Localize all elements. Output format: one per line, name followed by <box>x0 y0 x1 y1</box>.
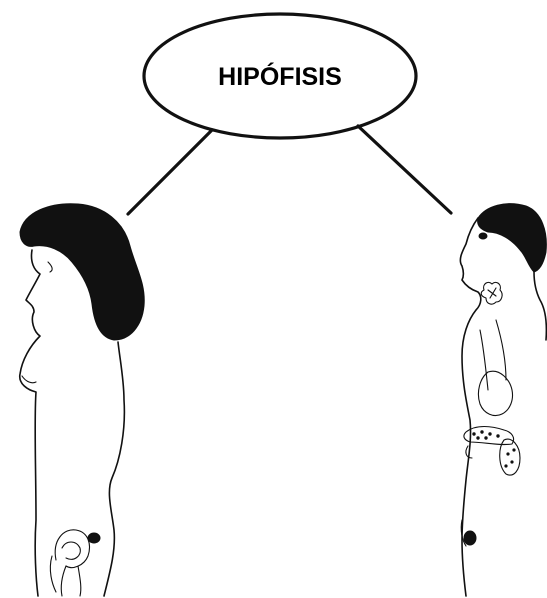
female-breast-line <box>22 376 36 383</box>
male-hair <box>478 204 547 272</box>
male-arm-line <box>480 320 506 390</box>
testis-icon <box>464 531 476 545</box>
pancreas-icon <box>464 427 514 445</box>
female-face-detail <box>48 262 52 272</box>
hypophysis-label: HIPÓFISIS <box>218 61 342 91</box>
connector-to-male <box>358 126 451 213</box>
thyroid-icon <box>481 282 502 304</box>
male-eye <box>479 233 487 239</box>
female-hair <box>20 204 144 340</box>
hypophysis-node: HIPÓFISIS <box>144 14 416 138</box>
female-figure <box>20 204 145 596</box>
stomach-icon <box>478 371 512 415</box>
male-figure <box>460 204 546 596</box>
uterus-icon <box>50 530 100 596</box>
connector-to-female <box>128 130 212 214</box>
